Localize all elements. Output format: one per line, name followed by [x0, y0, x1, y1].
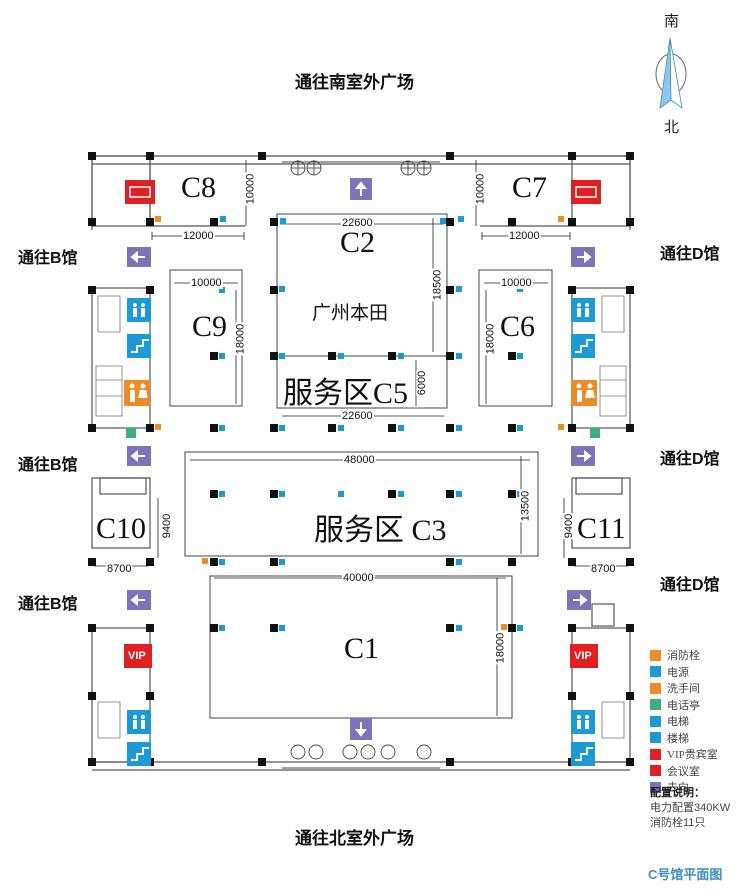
dim-c9-height: 18000: [234, 322, 247, 356]
fire-hydrant-icon: [650, 649, 661, 661]
hall-c10-label: C10: [96, 512, 147, 545]
service-core-icons: [95, 295, 627, 766]
dim-c8-width: 12000: [182, 230, 215, 242]
config-notes: 配置说明： 电力配置340KW 消防栓11只: [650, 786, 730, 831]
legend-label: 楼梯: [667, 732, 689, 745]
dim-c2-width: 22600: [341, 217, 374, 229]
legend-label: 去向: [667, 782, 689, 795]
stairs-icon: [650, 732, 661, 744]
legend-label: 电梯: [667, 716, 689, 729]
entrance-doors: [282, 160, 440, 769]
dim-c7-width: 12000: [508, 230, 541, 242]
legend-label: 电话亭: [667, 699, 700, 712]
dim-c11-height: 9400: [563, 512, 576, 540]
hall-c8-label: C8: [181, 171, 217, 204]
fire-hydrant-markers: [155, 216, 564, 630]
direction-arrow-icon: [650, 781, 661, 793]
hall-c9-label: C9: [192, 310, 228, 343]
hall-outlines: [169, 213, 553, 719]
vip-label-right: VIP: [574, 650, 592, 662]
vip-label-left: VIP: [128, 650, 146, 662]
c3-outline: [184, 451, 539, 557]
dim-c5-height: 6000: [416, 369, 429, 397]
dim-c1-height: 18000: [494, 631, 507, 665]
dim-c6-width: 10000: [500, 277, 533, 289]
direction-arrows: [127, 178, 595, 740]
to-hall-d-label-3: 通往D馆: [660, 577, 720, 594]
map-title: C号馆平面图: [648, 867, 723, 882]
notes-hydrants: 消防栓11只: [650, 817, 706, 829]
to-hall-b-label-2: 通往B馆: [18, 457, 78, 474]
legend-item-fire-hydrant: 消防栓: [650, 647, 718, 664]
legend-item-meeting: 会议室: [650, 763, 718, 780]
legend-label: 会议室: [667, 765, 700, 778]
legend-item-phone: 电话亭: [650, 697, 718, 714]
legend-item-elevator: 电梯: [650, 713, 718, 730]
dim-c10-height: 9400: [161, 512, 174, 540]
header-north-plaza: 通往北室外广场: [295, 829, 414, 848]
c6-outline: [478, 269, 553, 407]
map-legend: 消防栓 电源 洗手间 电话亭 电梯 楼梯 VIP贵宾室 会议室 去向: [650, 647, 718, 796]
hall-c11-label: C11: [577, 512, 626, 545]
hall-c2-exhibitor: 广州本田: [312, 303, 389, 324]
dim-c6-height: 18000: [484, 322, 497, 356]
to-hall-b-label-3: 通往B馆: [18, 596, 78, 613]
legend-item-vip: VIP贵宾室: [650, 746, 718, 763]
meeting-room-icon: [650, 765, 661, 777]
compass-south-label: 南: [664, 14, 680, 30]
to-hall-d-label-1: 通往D馆: [660, 246, 720, 263]
to-hall-d-label-2: 通往D馆: [660, 451, 720, 468]
legend-label: 消防栓: [667, 650, 700, 663]
vip-room-markers: [124, 644, 598, 668]
power-outlet-markers: [219, 216, 523, 631]
dim-c2-height: 18500: [431, 268, 444, 302]
compass-icon: [655, 37, 687, 109]
legend-label: VIP贵宾室: [667, 749, 718, 762]
structural-columns: [88, 152, 634, 766]
hall-c3-label: 服务区 C3: [314, 514, 447, 547]
hall-c7-label: C7: [512, 171, 548, 204]
dim-c3-height: 13500: [519, 489, 532, 523]
restroom-icon: [650, 682, 661, 694]
phone-booth-markers: [126, 428, 600, 438]
dim-c11-width: 8700: [590, 563, 617, 575]
c5-outline: [276, 355, 448, 409]
legend-label: 洗手间: [667, 683, 700, 696]
dim-c10-width: 8700: [106, 563, 133, 575]
phone-booth-icon: [650, 699, 661, 711]
header-south-plaza: 通往南室外广场: [295, 73, 414, 92]
dim-c8-height: 10000: [244, 172, 257, 206]
hall-c6-label: C6: [500, 310, 536, 343]
legend-item-restroom: 洗手间: [650, 680, 718, 697]
notes-power: 电力配置340KW: [650, 802, 731, 814]
dim-c3-width: 48000: [343, 454, 376, 466]
legend-item-direction: 去向: [650, 779, 718, 796]
hall-c5-label: 服务区C5: [283, 377, 409, 410]
power-outlet-icon: [650, 666, 661, 678]
dim-c5-width: 22600: [341, 410, 374, 422]
compass-north-label: 北: [664, 120, 680, 136]
hall-c2-label: C2: [340, 226, 376, 259]
dim-c7-height: 10000: [474, 172, 487, 206]
dim-c9-width: 10000: [190, 277, 223, 289]
meeting-room-markers: [125, 180, 601, 204]
legend-item-power: 电源: [650, 664, 718, 681]
legend-item-stairs: 楼梯: [650, 730, 718, 747]
dim-c1-width: 40000: [342, 572, 375, 584]
hall-c1-label: C1: [344, 632, 380, 665]
to-hall-b-label-1: 通往B馆: [18, 250, 78, 267]
elevator-icon: [650, 715, 661, 727]
legend-label: 电源: [667, 666, 689, 679]
vip-room-icon: [650, 748, 661, 760]
notes-title: 配置说明：: [650, 787, 705, 799]
